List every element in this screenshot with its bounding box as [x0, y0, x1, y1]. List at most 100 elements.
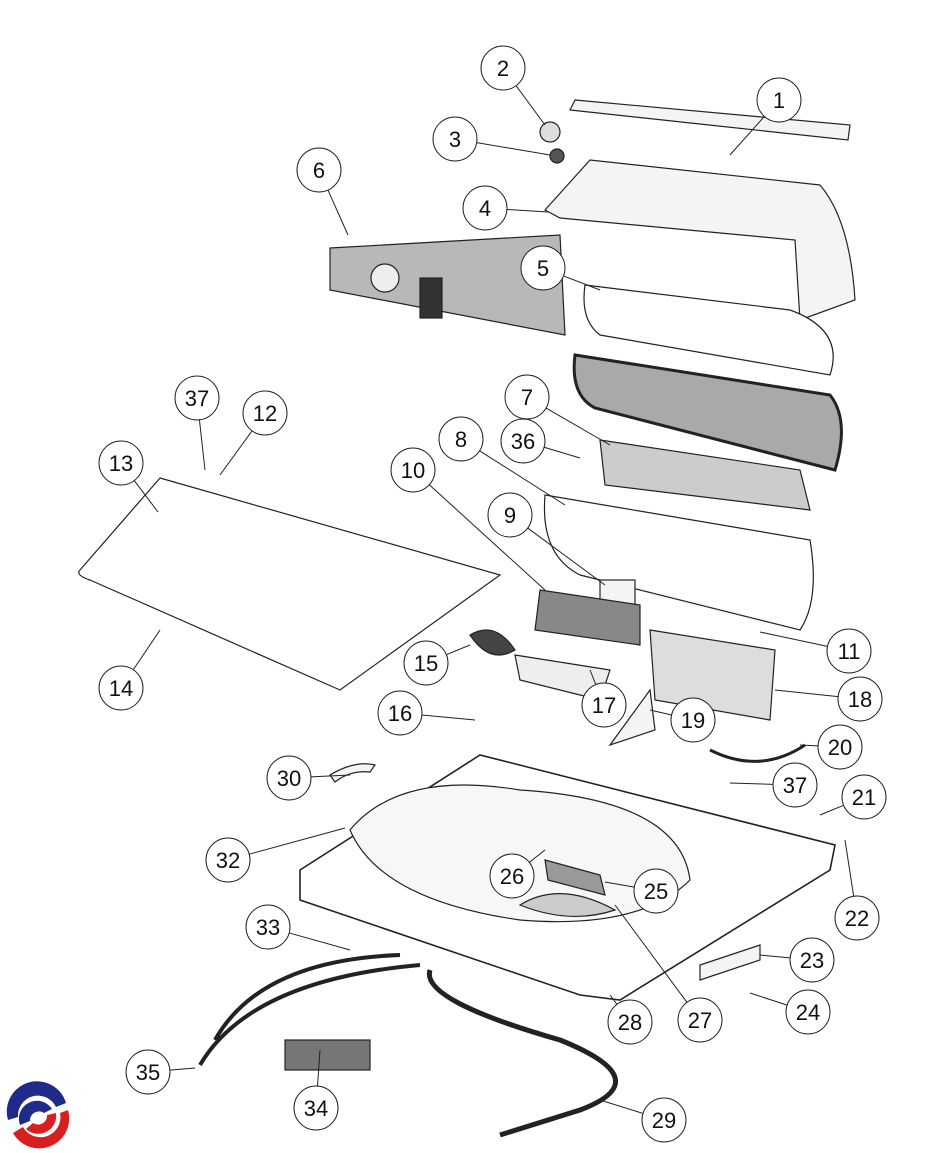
callout-circle	[403, 640, 449, 686]
callout-25: 25	[604, 868, 679, 914]
leader-line	[609, 994, 618, 1005]
callout-17: 17	[581, 669, 627, 728]
leader-line	[506, 208, 549, 213]
callout-16: 16	[377, 690, 476, 736]
part-console-housing	[544, 159, 856, 321]
callout-35: 35	[125, 1049, 196, 1095]
leader-line	[844, 839, 855, 897]
callout-36: 36	[500, 418, 581, 464]
callout-circle	[633, 868, 679, 914]
part-control-panel-overlay	[329, 234, 566, 336]
callout-circle	[98, 440, 144, 486]
callout-number: 9	[504, 503, 516, 528]
callout-number: 29	[652, 1108, 676, 1133]
part-window-glass	[572, 353, 843, 472]
callout-number: 35	[136, 1060, 160, 1085]
callout-19: 19	[649, 697, 716, 743]
leader-line	[515, 85, 546, 126]
callout-circle	[641, 1097, 687, 1143]
leader-line	[729, 782, 774, 785]
callout-3: 3	[432, 116, 551, 162]
callout-number: 26	[500, 864, 524, 889]
leader-line	[759, 954, 791, 959]
callout-number: 12	[253, 401, 277, 426]
callout-circle	[841, 774, 887, 820]
callout-circle	[293, 1085, 339, 1131]
leader-line	[563, 275, 601, 291]
callout-circle	[377, 690, 423, 736]
callout-number: 15	[414, 651, 438, 676]
callout-circle	[480, 45, 526, 91]
callout-number: 4	[479, 196, 491, 221]
callout-number: 23	[800, 948, 824, 973]
callout-number: 18	[848, 687, 872, 712]
part-motor-controller	[649, 629, 776, 721]
callout-number: 14	[109, 676, 133, 701]
leader-line	[446, 644, 471, 656]
leader-line	[799, 744, 819, 747]
part-panel-display	[419, 277, 443, 319]
part-power-cord	[709, 743, 806, 763]
callout-circle	[266, 755, 312, 801]
callout-9: 9	[487, 492, 606, 586]
callout-21: 21	[819, 774, 887, 820]
callout-number: 8	[455, 427, 467, 452]
callout-number: 27	[688, 1008, 712, 1033]
leader-line	[219, 430, 253, 476]
callout-28: 28	[607, 994, 653, 1045]
callout-8: 8	[438, 416, 566, 506]
callout-circle	[98, 665, 144, 711]
callout-number: 16	[388, 701, 412, 726]
leader-line	[169, 1067, 196, 1071]
callout-circle	[834, 895, 880, 941]
leader-line	[759, 631, 828, 647]
callout-12: 12	[219, 390, 288, 476]
leader-line	[527, 527, 606, 586]
callout-number: 37	[185, 386, 209, 411]
part-bracket-right	[699, 944, 761, 981]
callout-number: 11	[838, 639, 861, 664]
callout-32: 32	[205, 827, 346, 883]
part-window-frame	[583, 284, 834, 376]
callout-23: 23	[759, 937, 835, 983]
leader-line	[819, 804, 844, 816]
leader-line	[310, 774, 351, 778]
callout-18: 18	[774, 676, 883, 722]
leader-line	[614, 904, 688, 1003]
leader-line	[317, 1049, 321, 1087]
callout-number: 5	[537, 256, 549, 281]
callout-circle	[756, 77, 802, 123]
part-knob-ring	[549, 148, 565, 164]
leader-line	[599, 1099, 644, 1114]
callout-circle	[487, 492, 533, 538]
leader-line	[198, 419, 206, 471]
callout-circle	[489, 853, 535, 899]
callout-circle	[581, 682, 627, 728]
callout-number: 36	[511, 429, 535, 454]
callout-10: 10	[390, 447, 546, 591]
leader-line	[476, 142, 551, 156]
callout-number: 2	[497, 56, 509, 81]
callout-number: 37	[783, 773, 807, 798]
part-board-bracket	[543, 494, 814, 631]
callout-30: 30	[266, 755, 351, 801]
part-pressure-sensor	[284, 1039, 371, 1071]
leader-line	[132, 629, 161, 671]
callout-33: 33	[245, 904, 351, 951]
callout-number: 33	[256, 915, 280, 940]
callout-circle	[677, 997, 723, 1043]
part-top-trim	[569, 99, 851, 141]
callout-number: 22	[845, 906, 869, 931]
callout-number: 34	[304, 1096, 328, 1121]
part-drain-hose	[426, 969, 618, 1138]
callout-number: 1	[773, 88, 785, 113]
callout-11: 11	[759, 628, 872, 674]
leader-line	[545, 407, 611, 446]
callout-circle	[785, 989, 831, 1035]
callout-24: 24	[749, 989, 831, 1035]
callout-circle	[607, 999, 653, 1045]
callout-circle	[670, 697, 716, 743]
